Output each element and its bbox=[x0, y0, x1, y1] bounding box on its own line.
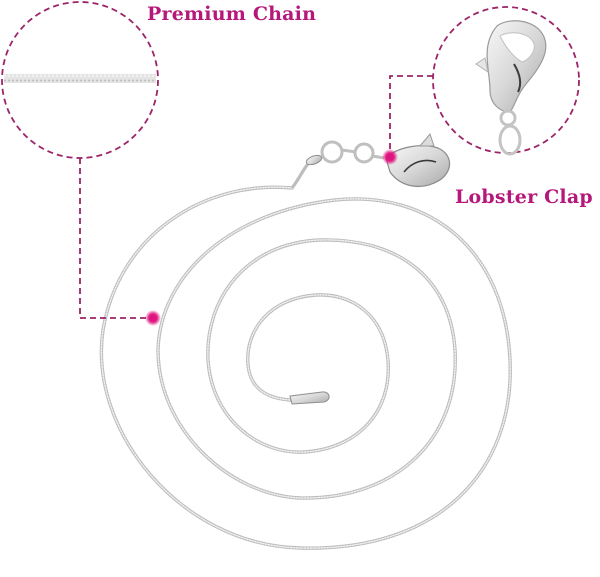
lobster-clasp-label: Lobster Clap bbox=[455, 186, 593, 208]
chain-clasp-connector bbox=[290, 140, 385, 189]
lobster-clasp-small bbox=[385, 132, 451, 188]
snake-chain-spiral bbox=[99, 185, 512, 550]
lobster-clasp-callout bbox=[382, 6, 580, 165]
lobster-clasp-zoomed bbox=[475, 20, 547, 156]
premium-chain-label: Premium Chain bbox=[147, 3, 317, 25]
premium-chain-callout bbox=[1, 1, 161, 326]
chain-end-cap bbox=[289, 391, 330, 405]
